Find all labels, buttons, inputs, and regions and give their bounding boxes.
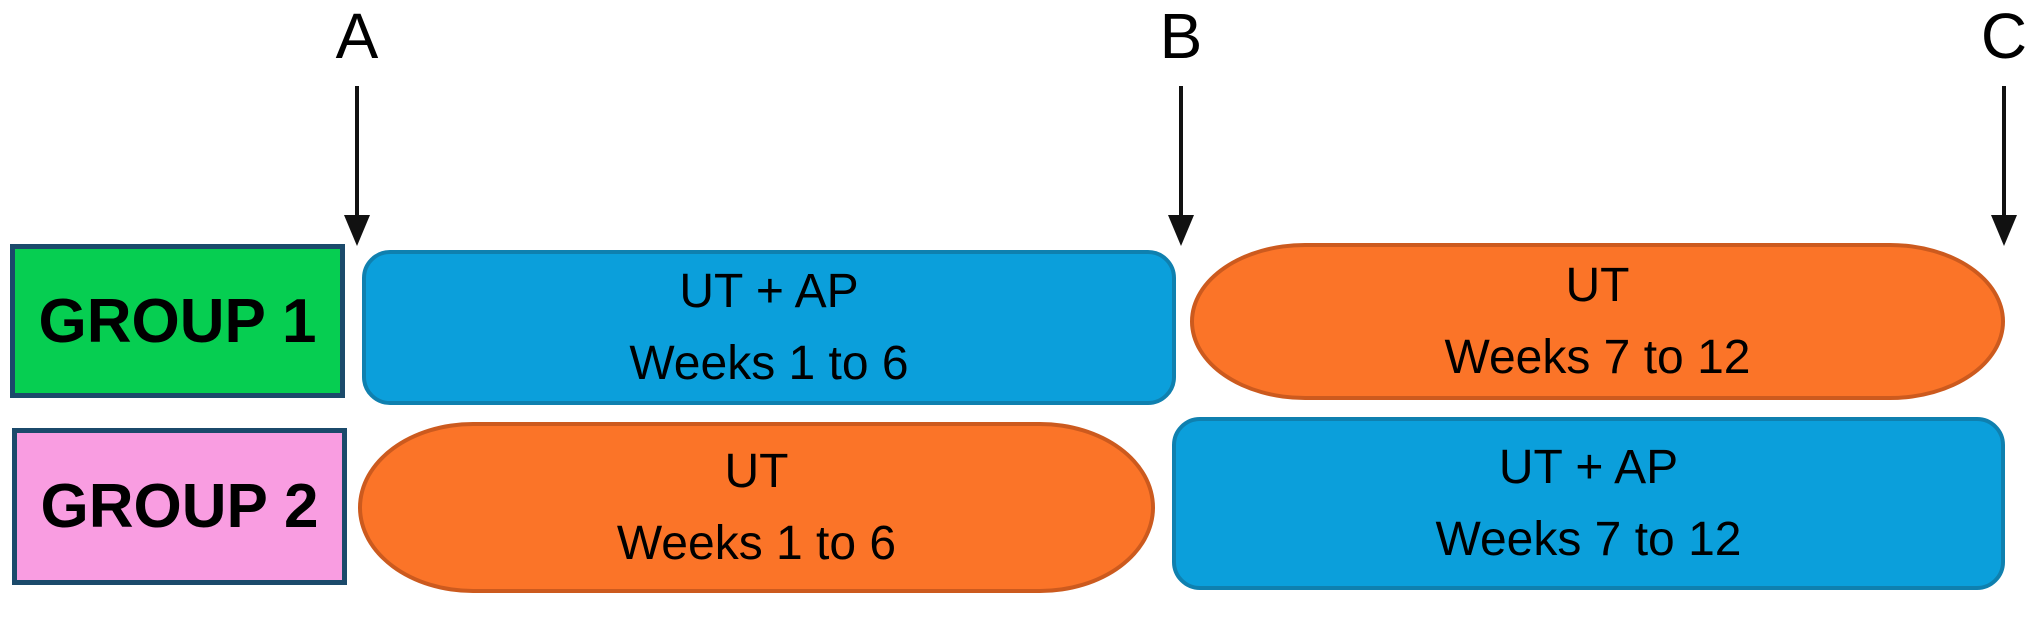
period-weeks-label: Weeks 1 to 6 [616,516,897,570]
period-weeks-label: Weeks 1 to 6 [629,336,909,390]
group2-label: GROUP 2 [40,472,319,541]
timepoint-label-b: B [1159,0,1203,72]
period-treatment-label: UT [724,444,789,498]
down-arrow-icon [1991,86,2017,246]
group1-period1-box: UT + AP Weeks 1 to 6 [362,250,1176,405]
period-treatment-label: UT + AP [679,264,859,318]
period-treatment-label: UT [1565,258,1630,312]
group1-label: GROUP 1 [38,286,317,356]
group2-period1-box: UT Weeks 1 to 6 [358,422,1155,593]
group1-label-box: GROUP 1 [10,244,345,398]
timepoint-marker-c: C [1944,4,2038,247]
period-weeks-label: Weeks 7 to 12 [1444,330,1751,384]
group1-period2-box: UT Weeks 7 to 12 [1190,243,2005,400]
down-arrow-icon [1168,86,1194,246]
group2-period2-box: UT + AP Weeks 7 to 12 [1172,417,2005,590]
group2-label-box: GROUP 2 [12,428,347,585]
timepoint-label-a: A [335,0,379,72]
timepoint-label-c: C [1980,0,2028,72]
timepoint-marker-a: A [297,4,417,247]
period-treatment-label: UT + AP [1498,440,1679,494]
timepoint-marker-b: B [1121,4,1241,247]
period-weeks-label: Weeks 7 to 12 [1435,512,1742,566]
down-arrow-icon [344,86,370,246]
